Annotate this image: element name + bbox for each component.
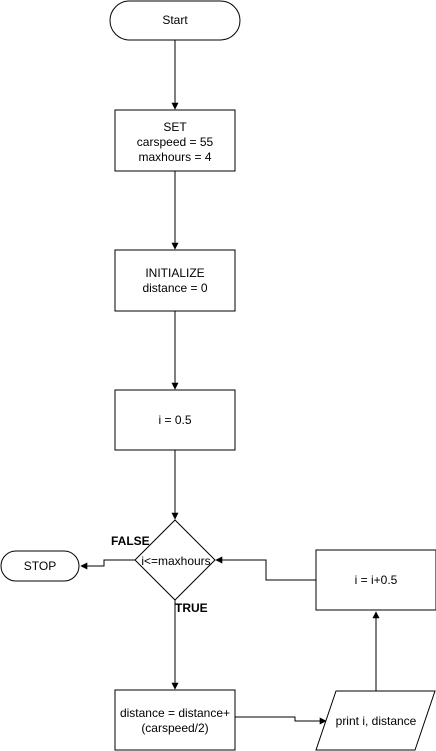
decision-node: i<=maxhours — [134, 519, 216, 601]
set-title: SET — [163, 120, 187, 134]
set-line-maxhours: maxhours = 4 — [138, 150, 211, 164]
edge-compute-to-print — [235, 716, 327, 725]
start-label: Start — [162, 13, 188, 27]
print-label: print i, distance — [336, 714, 417, 728]
stop-label: STOP — [24, 559, 56, 573]
edge-increment-to-decision — [215, 556, 316, 581]
decision-label: i<=maxhours — [141, 554, 210, 568]
print-node: print i, distance — [315, 690, 436, 751]
initialize-title: INITIALIZE — [145, 266, 204, 280]
compute-line-1: distance = distance+ — [120, 706, 230, 720]
compute-node: distance = distance+ (carspeed/2) — [114, 689, 236, 751]
set-line-carspeed: carspeed = 55 — [137, 135, 214, 149]
true-edge-label: TRUE — [175, 601, 208, 615]
false-edge-label: FALSE — [111, 534, 150, 548]
compute-line-2: (carspeed/2) — [141, 721, 208, 735]
initialize-node: INITIALIZE distance = 0 — [114, 249, 236, 312]
increment-label: i = i+0.5 — [355, 573, 398, 587]
set-node: SET carspeed = 55 maxhours = 4 — [114, 109, 236, 172]
init-i-node: i = 0.5 — [114, 389, 236, 451]
connectors — [80, 40, 380, 725]
stop-node: STOP — [0, 550, 80, 582]
initialize-line-distance: distance = 0 — [142, 281, 207, 295]
init-i-label: i = 0.5 — [158, 413, 191, 427]
increment-node: i = i+0.5 — [315, 549, 436, 611]
start-node: Start — [109, 0, 241, 41]
edge-decision-false-to-stop — [80, 559, 136, 570]
